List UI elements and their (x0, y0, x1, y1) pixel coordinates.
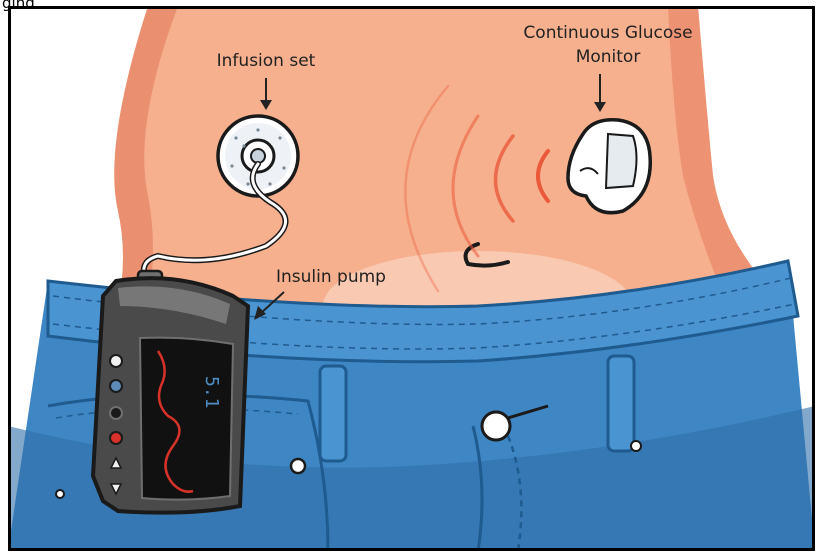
diabetes-device-illustration: 5.1 Infusion set Continuous Glucose Moni… (8, 6, 815, 551)
pump-screen (140, 338, 233, 500)
insulin-pump: 5.1 (93, 271, 248, 513)
infusion-set (218, 116, 298, 196)
label-cgm-line2: Monitor (576, 47, 641, 67)
illustration-frame: 5.1 Infusion set Continuous Glucose Moni… (8, 6, 815, 551)
pump-button-4[interactable] (110, 432, 122, 444)
pump-button-3[interactable] (110, 407, 122, 419)
rivet-left (291, 459, 305, 473)
rivet-right (631, 441, 641, 451)
label-infusion-set: Infusion set (217, 51, 316, 71)
label-cgm-line1: Continuous Glucose (523, 23, 692, 43)
pump-button-2[interactable] (110, 380, 122, 392)
belt-loop-left (320, 366, 346, 461)
pump-button-1[interactable] (110, 355, 122, 367)
pump-reading: 5.1 (201, 376, 222, 409)
label-insulin-pump: Insulin pump (276, 267, 386, 287)
belt-loop-right (608, 356, 634, 451)
rivet-far-left (56, 490, 64, 498)
